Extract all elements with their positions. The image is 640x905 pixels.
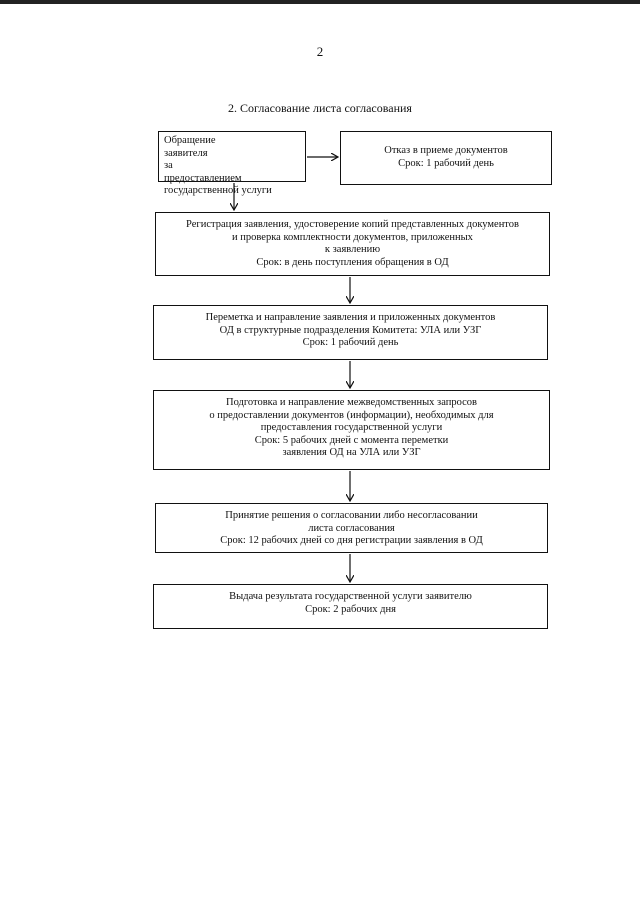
decision-line-1: Принятие решения о согласовании либо нес… (225, 510, 478, 521)
requests-line-5: заявления ОД на УЛА или УЗГ (282, 447, 421, 458)
refusal-line-1: Отказ в приеме документов (384, 145, 508, 156)
application-line-1: Обращение заявителя (164, 135, 216, 159)
registration-line-4: Срок: в день поступления обращения в ОД (256, 256, 449, 268)
routing-line-1: Переметка и направление заявления и прил… (205, 312, 496, 323)
registration-line-3: к заявлению (324, 244, 381, 255)
application-line-2: за предоставлением (164, 160, 242, 184)
page-number: 2 (316, 44, 324, 59)
box-decision: Принятие решения о согласовании либо нес… (155, 503, 548, 553)
box-registration: Регистрация заявления, удостоверение коп… (155, 212, 550, 276)
top-border-line (0, 0, 640, 4)
section-title: 2. Согласование листа согласования (228, 101, 412, 115)
registration-line-2: и проверка комплектности документов, при… (232, 231, 473, 243)
routing-line-2: ОД в структурные подразделения Комитета:… (219, 324, 482, 336)
requests-line-4: Срок: 5 рабочих дней с момента переметки (254, 434, 449, 446)
box-refusal: Отказ в приеме документов Срок: 1 рабочи… (340, 131, 552, 185)
routing-line-3: Срок: 1 рабочий день (302, 337, 399, 348)
box-application: Обращение заявителя за предоставлением г… (158, 131, 306, 196)
decision-line-3: Срок: 12 рабочих дней со дня регистрации… (220, 535, 483, 546)
result-line-1: Выдача результата государственной услуги… (229, 591, 472, 602)
requests-line-2: о предоставлении документов (информации)… (209, 409, 494, 421)
application-line-3: государственной услуги (164, 185, 272, 196)
requests-line-1: Подготовка и направление межведомственны… (226, 397, 477, 408)
registration-line-1: Регистрация заявления, удостоверение коп… (186, 219, 519, 230)
decision-line-2: листа согласования (308, 522, 395, 534)
box-interagency-requests: Подготовка и направление межведомственны… (153, 390, 550, 470)
result-line-2: Срок: 2 рабочих дня (305, 603, 396, 615)
refusal-line-2: Срок: 1 рабочий день (398, 157, 494, 169)
requests-line-3: предоставления государственной услуги (260, 422, 443, 433)
box-routing: Переметка и направление заявления и прил… (153, 305, 548, 360)
box-result: Выдача результата государственной услуги… (153, 584, 548, 629)
